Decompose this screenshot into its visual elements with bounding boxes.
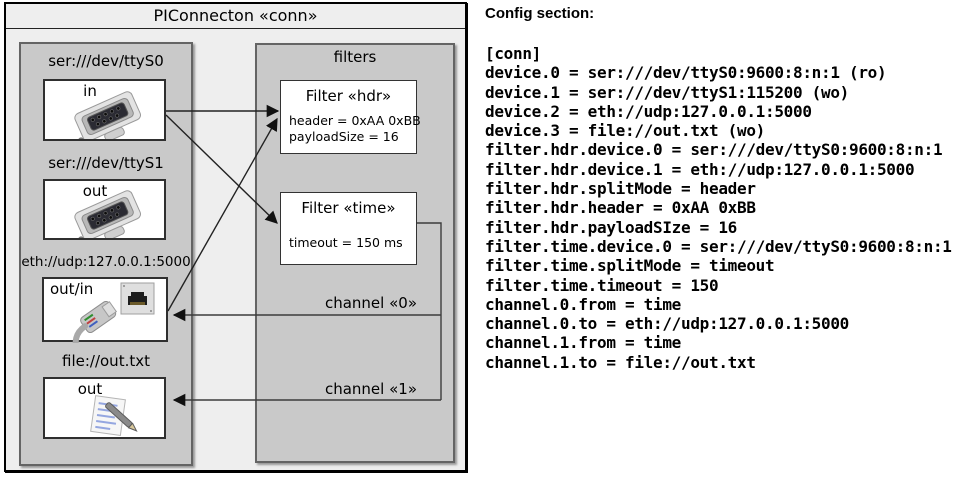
filters-group-label: filters [333, 48, 377, 66]
filter-hdr-box: Filter «hdr» header = 0xAA 0xBB payloadS… [280, 80, 421, 154]
serial-connector-icon [74, 190, 141, 238]
device-box-ttys0: in [43, 79, 166, 141]
config-text: [conn] device.0 = ser:///dev/ttyS0:9600:… [485, 44, 952, 372]
filter-hdr-prop-payloadsize: payloadSize = 16 [289, 129, 399, 144]
device-box-ttys1: out [43, 179, 166, 240]
serial-connector-icon [74, 91, 141, 139]
device-uri-eth: eth://udp:127.0.0.1:5000 [21, 254, 191, 270]
filter-hdr-prop-header: header = 0xAA 0xBB [289, 113, 421, 128]
ethernet-port-icon [120, 282, 155, 315]
device-uri-file: file://out.txt [62, 352, 150, 370]
filter-time-title: Filter «time» [301, 199, 396, 217]
device-uri-ttys0: ser:///dev/ttyS0 [48, 52, 164, 70]
device-box-eth: out/in [42, 277, 168, 343]
diagram-title: PIConnecton «conn» [6, 4, 465, 29]
channel-0-label: channel «0» [324, 294, 417, 312]
filter-time-box: Filter «time» timeout = 150 ms [280, 192, 417, 265]
filter-hdr-title: Filter «hdr» [305, 87, 392, 105]
channel-1-label: channel «1» [324, 380, 417, 398]
config-section: Config section: [conn] device.0 = ser://… [485, 5, 964, 372]
device-direction-label: out/in [50, 280, 94, 298]
device-box-file: out [43, 377, 166, 439]
notepad-icon [90, 395, 138, 437]
device-uri-ttys1: ser:///dev/ttyS1 [48, 154, 164, 172]
ethernet-cable-icon [72, 301, 118, 343]
device-direction-label: out [77, 380, 103, 398]
filter-time-prop-timeout: timeout = 150 ms [289, 235, 403, 250]
device-direction-label: out [82, 182, 108, 200]
connector-diagram: PIConnecton «conn» filters ser:///dev/tt… [4, 2, 467, 472]
config-heading: Config section: [485, 5, 595, 22]
device-direction-label: in [83, 82, 97, 100]
